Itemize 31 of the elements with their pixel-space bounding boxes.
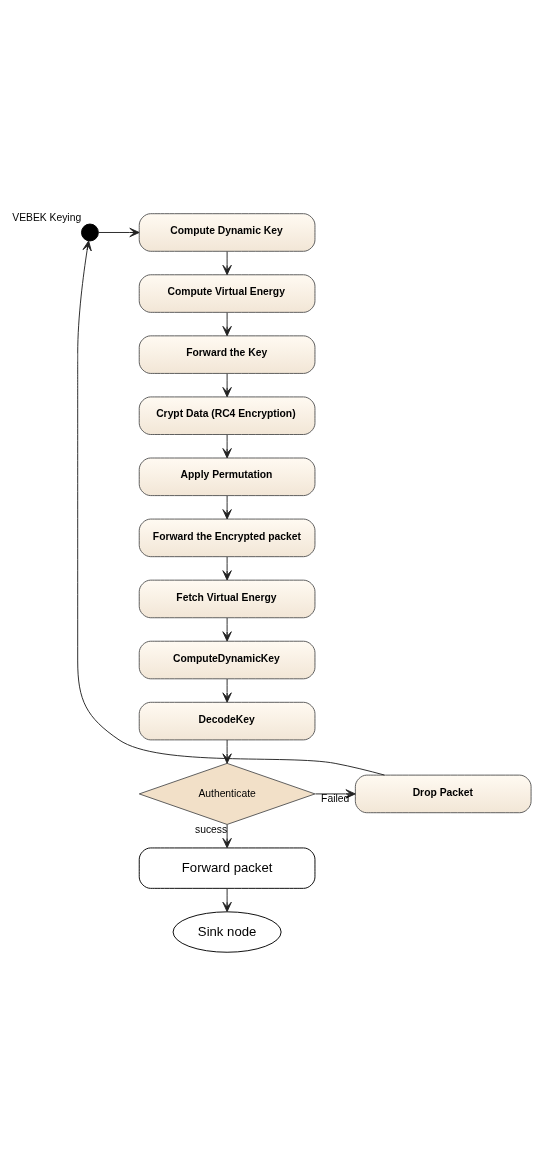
node-box: Compute Dynamic Key: [138, 212, 316, 252]
arrow: [222, 372, 232, 397]
node-box: Forward the Encrypted packet: [138, 518, 316, 557]
arrow: [222, 494, 232, 519]
node-box: Compute Virtual Energy: [138, 273, 316, 313]
arrow: [222, 617, 232, 642]
arrow: [222, 678, 232, 703]
node-box: Fetch Virtual Energy: [138, 579, 316, 618]
node-box: Forward the Key: [138, 334, 316, 374]
arrow: [222, 823, 232, 848]
node-ellipse: Sink node: [172, 910, 282, 953]
node-box: DecodeKey: [138, 701, 316, 740]
edge-label: Failed: [321, 792, 350, 804]
arrow: [222, 311, 232, 336]
node-box: Apply Permutation: [138, 457, 316, 496]
arrow: [222, 738, 232, 764]
node-box: Crypt Data (RC4 Encryption): [138, 395, 316, 435]
node-box: Drop Packet: [354, 774, 532, 813]
node-box: Forward packet: [138, 846, 316, 889]
arrow: [222, 250, 232, 275]
arrow: [222, 887, 232, 912]
arrow: [77, 240, 385, 776]
node-label: VEBEK Keying: [12, 211, 82, 223]
arrow: [222, 555, 232, 580]
edge-label: sucess: [195, 823, 228, 835]
node-diamond: Authenticate: [138, 762, 316, 825]
node-box: ComputeDynamicKey: [138, 640, 316, 679]
arrow: [314, 788, 356, 799]
arrow: [98, 227, 140, 237]
arrow: [222, 433, 232, 458]
node-circle: [81, 223, 99, 241]
